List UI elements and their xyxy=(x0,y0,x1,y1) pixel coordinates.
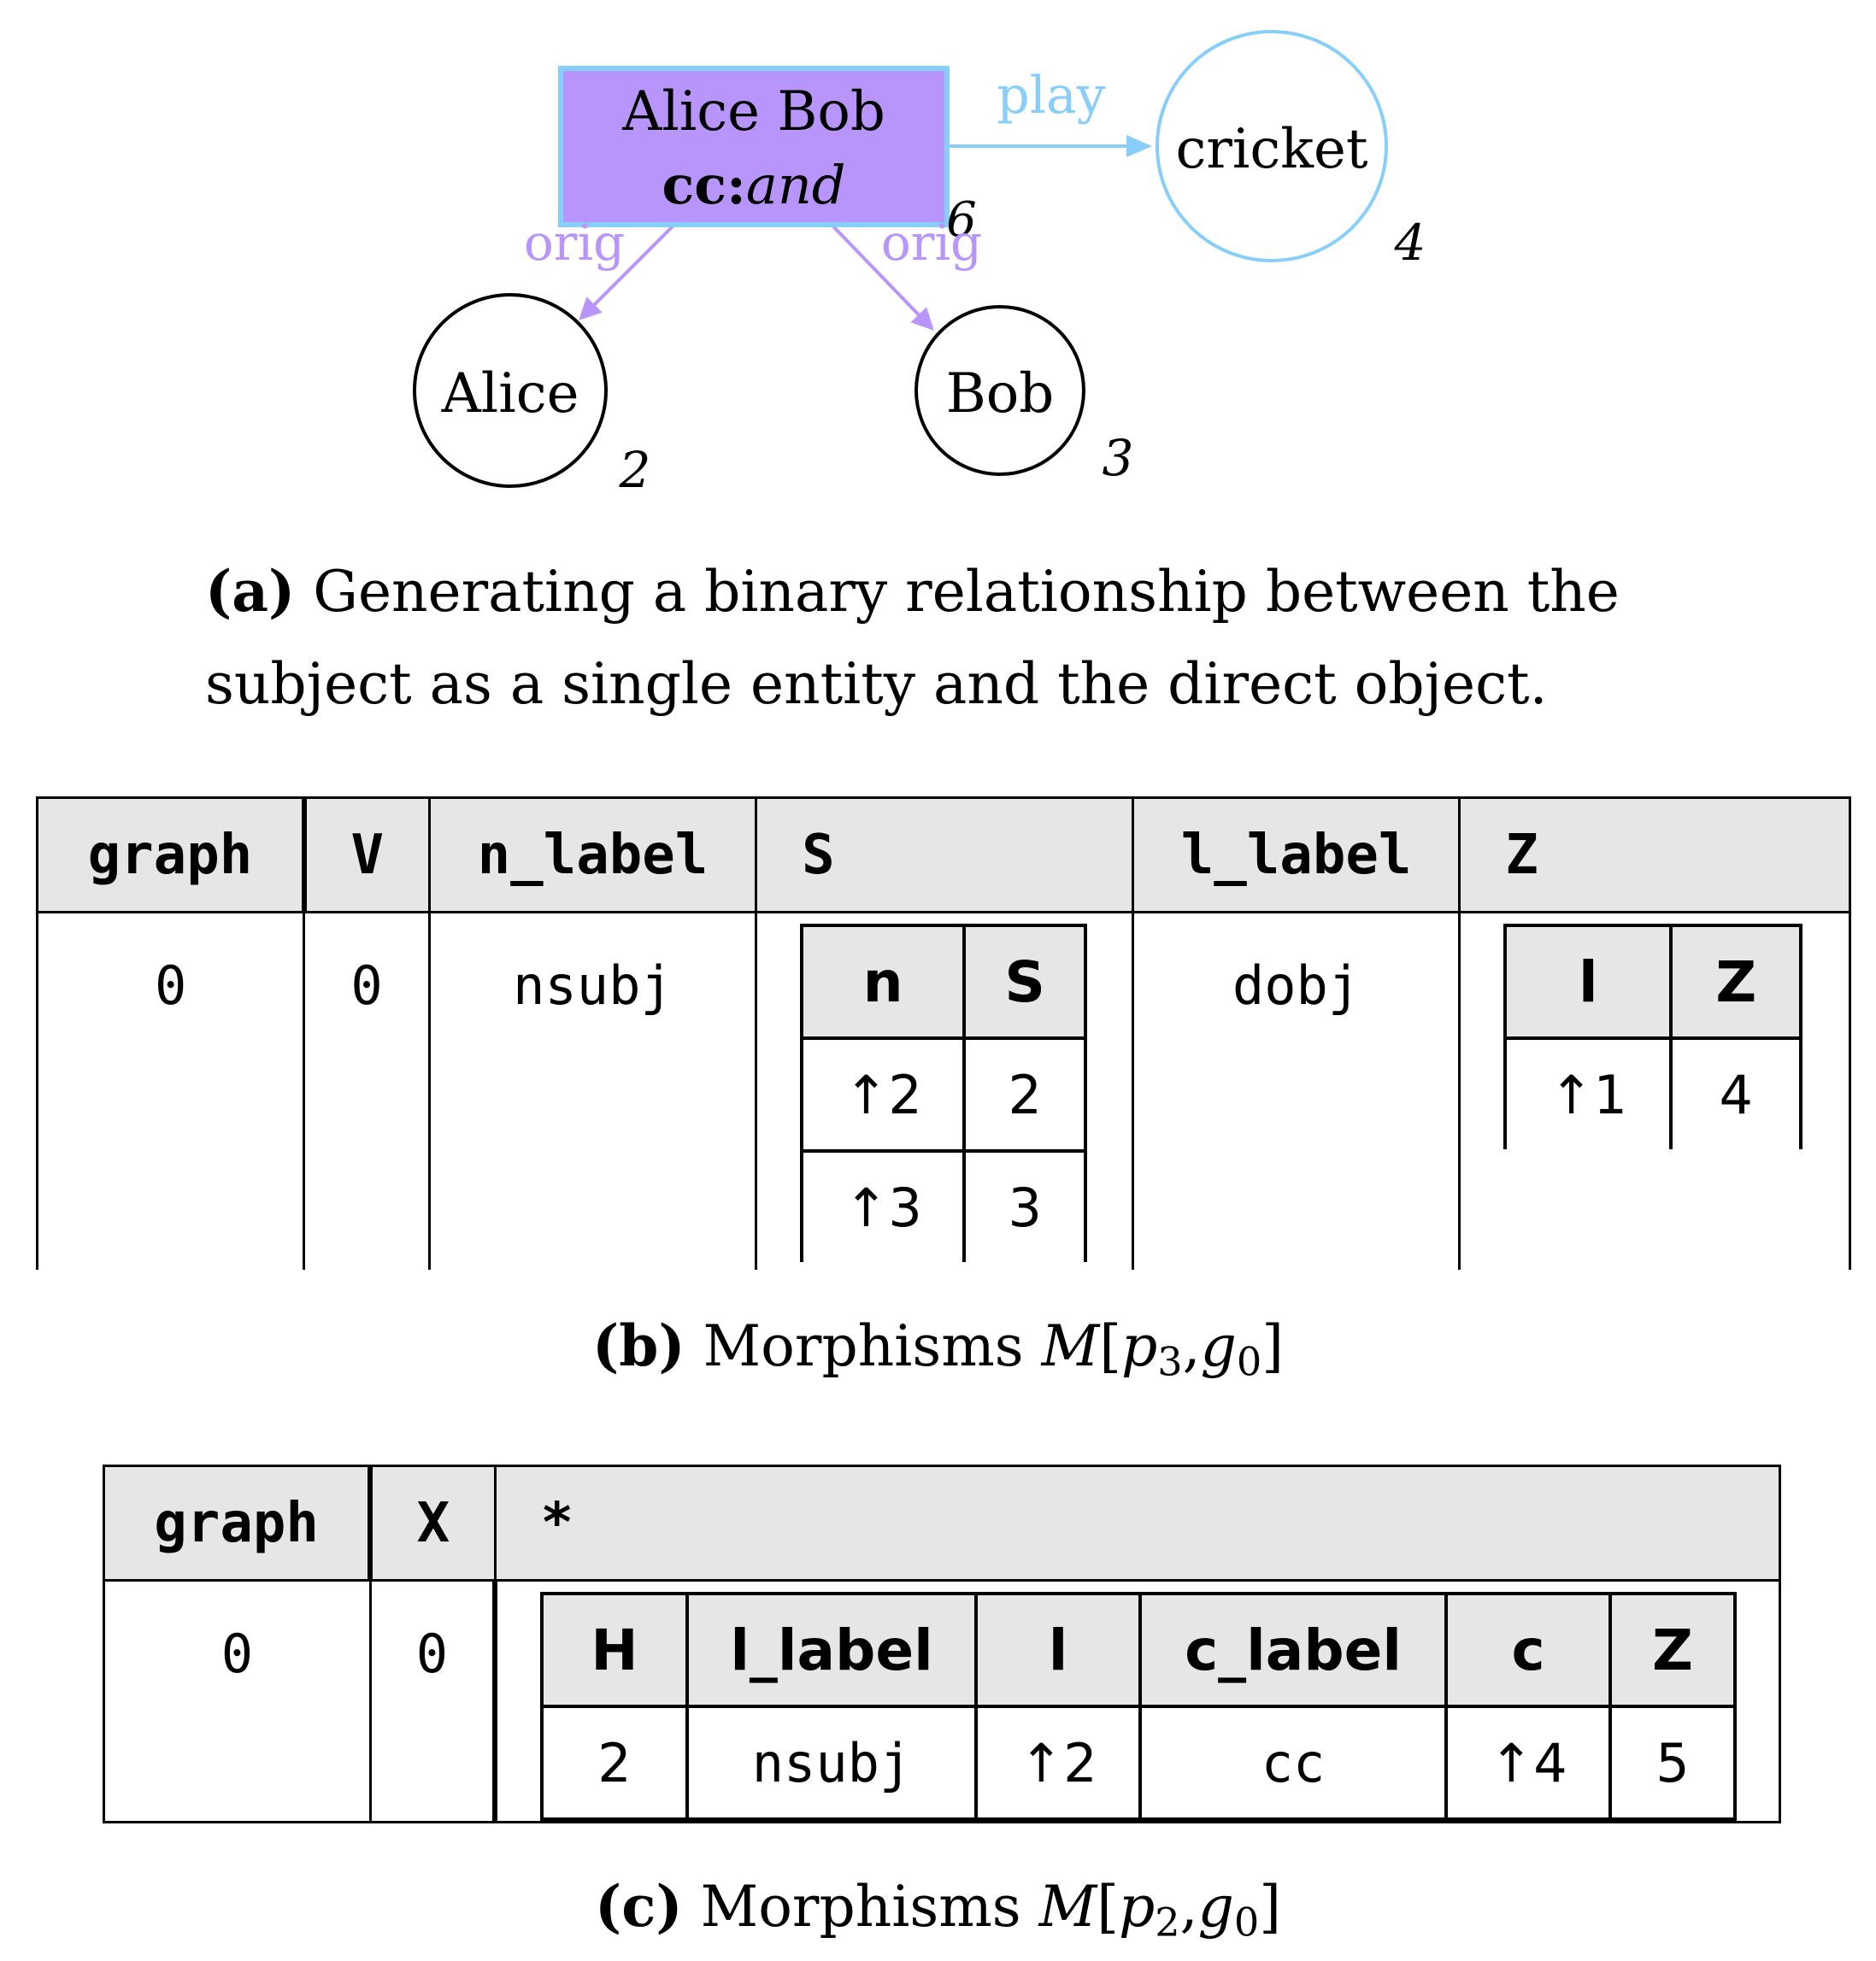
table-c-cell-graph: 0 xyxy=(103,1579,372,1823)
table-row: 0 0 nsubj n S ↑2 2 ↑3 3 dobj xyxy=(35,911,1851,1270)
nested-star-header-Z: Z xyxy=(1608,1592,1738,1708)
caption-a: (a) Generating a binary relationship bet… xyxy=(205,545,1658,731)
bob-node-id: 3 xyxy=(1103,429,1134,487)
caption-c-math: M[p2,g0] xyxy=(1038,1874,1282,1946)
nested-star-header-c: c xyxy=(1444,1592,1613,1708)
table-row: ↑3 3 xyxy=(800,1149,1088,1262)
edge-orig-right-label: orig xyxy=(881,214,982,272)
caption-b-text: Morphisms xyxy=(703,1313,1024,1379)
table-row: 0 0 H l_label l c_label c Z 2 nsubj ↑2 c… xyxy=(103,1579,1782,1823)
edge-play-label: play xyxy=(997,66,1105,126)
nested-star-cell: ↑2 xyxy=(974,1705,1143,1821)
table-b-cell-l-label: dobj xyxy=(1131,911,1461,1270)
caption-b: (b) Morphisms M[p3,g0] xyxy=(0,1307,1876,1400)
nested-Z-header-Z: Z xyxy=(1669,924,1803,1040)
nested-Z-cell: 4 xyxy=(1669,1036,1803,1149)
group-node-line1: Alice Bob xyxy=(621,80,885,144)
table-c-header-star: * xyxy=(493,1465,1782,1582)
nested-S-header-S: S xyxy=(962,924,1088,1040)
table-b-cell-V: 0 xyxy=(303,911,431,1270)
table-b-header-l-label: l_label xyxy=(1131,796,1461,913)
caption-b-tag: (b) xyxy=(592,1312,685,1379)
table-b-cell-graph: 0 xyxy=(35,911,306,1270)
caption-a-text: Generating a binary relationship between… xyxy=(205,559,1620,717)
alice-node xyxy=(413,293,608,488)
table-c-cell-X: 0 xyxy=(368,1579,498,1823)
nested-S-header-n: n xyxy=(800,924,967,1040)
table-b-header-V: V xyxy=(303,796,431,913)
nested-star-header-c-label: c_label xyxy=(1138,1592,1449,1708)
bob-node xyxy=(914,305,1085,476)
table-row: ↑1 4 xyxy=(1503,1036,1803,1149)
group-node-id: 6 xyxy=(946,192,977,248)
table-c-header-row: graph X * xyxy=(103,1465,1782,1582)
edge-orig-left xyxy=(579,224,675,320)
table-b-header-graph: graph xyxy=(35,796,307,913)
nested-star-cell: nsubj xyxy=(685,1705,979,1821)
table-b-header-row: graph V n_label S l_label Z xyxy=(35,796,1851,913)
table-b-cell-S: n S ↑2 2 ↑3 3 xyxy=(755,911,1134,1270)
nested-Z-cell: ↑1 xyxy=(1503,1036,1673,1149)
group-node-line2: cc:and xyxy=(662,154,846,216)
nested-star-header-l-label: l_label xyxy=(685,1592,979,1708)
nested-Z-header-l: l xyxy=(1503,924,1673,1040)
bob-node-label: Bob xyxy=(946,362,1055,426)
nested-S-cell: ↑3 xyxy=(800,1149,967,1262)
table-row: ↑2 2 xyxy=(800,1036,1088,1151)
caption-c: (c) Morphisms M[p2,g0] xyxy=(0,1868,1876,1961)
alice-node-id: 2 xyxy=(619,441,651,499)
cricket-node-id: 4 xyxy=(1394,214,1426,272)
caption-b-math: M[p3,g0] xyxy=(1041,1313,1284,1385)
nested-table-S: n S ↑2 2 ↑3 3 xyxy=(800,924,1088,1262)
nested-S-cell: 2 xyxy=(962,1036,1088,1151)
table-b-header-S: S xyxy=(755,796,1134,913)
edge-orig-left-label: orig xyxy=(524,214,625,272)
edge-play-arrowhead xyxy=(1126,135,1152,157)
nested-table-Z: l Z ↑1 4 xyxy=(1503,924,1803,1149)
nested-star-cell: cc xyxy=(1138,1705,1449,1821)
nested-star-cell: 5 xyxy=(1608,1705,1738,1821)
caption-c-text: Morphisms xyxy=(700,1874,1021,1940)
nested-table-star: H l_label l c_label c Z 2 nsubj ↑2 cc ↑4… xyxy=(540,1592,1738,1821)
caption-c-tag: (c) xyxy=(594,1873,683,1940)
cricket-node-label: cricket xyxy=(1175,118,1367,181)
group-node-cc: cc: xyxy=(662,154,746,216)
table-b-cell-n-label: nsubj xyxy=(427,911,758,1270)
table-b-header-n-label: n_label xyxy=(427,796,758,913)
nested-S-cell: ↑2 xyxy=(800,1036,967,1151)
morphisms-table-c: graph X * 0 0 H l_label l c_label c Z 2 … xyxy=(103,1465,1782,1823)
table-b-header-Z: Z xyxy=(1458,796,1851,913)
nested-star-header-l: l xyxy=(974,1592,1143,1708)
caption-a-tag: (a) xyxy=(205,558,296,625)
edge-orig-right xyxy=(831,224,934,331)
table-c-header-graph: graph xyxy=(103,1465,373,1582)
nested-star-cell: ↑4 xyxy=(1444,1705,1613,1821)
table-row: 2 nsubj ↑2 cc ↑4 5 xyxy=(540,1705,1738,1821)
group-node-box xyxy=(558,66,950,227)
table-b-cell-Z: l Z ↑1 4 xyxy=(1458,911,1851,1270)
table-c-cell-star: H l_label l c_label c Z 2 nsubj ↑2 cc ↑4… xyxy=(493,1579,1782,1823)
table-c-header-X: X xyxy=(368,1465,497,1582)
nested-S-cell: 3 xyxy=(962,1149,1088,1262)
group-node-and: and xyxy=(746,154,846,216)
morphisms-table-b: graph V n_label S l_label Z 0 0 nsubj n … xyxy=(35,796,1851,1270)
nested-star-cell: 2 xyxy=(540,1705,690,1821)
nested-star-header-H: H xyxy=(540,1592,690,1708)
cricket-node xyxy=(1156,30,1388,262)
alice-node-label: Alice xyxy=(441,362,579,426)
graph-diagram: Alice Bob cc:and 6 cricket 4 Alice 2 Bob… xyxy=(413,30,1426,499)
